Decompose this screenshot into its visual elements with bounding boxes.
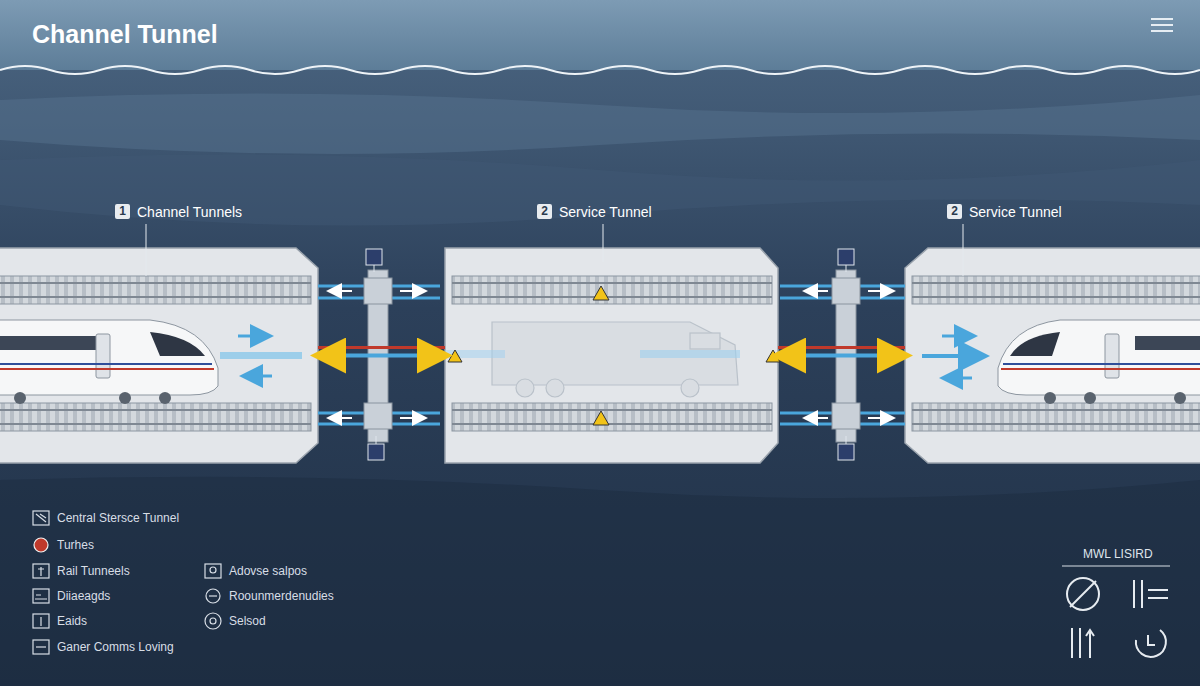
diagram-title: Channel Tunnel xyxy=(32,20,218,49)
passage-band xyxy=(318,346,445,349)
legend-text: Adovse salpos xyxy=(229,564,307,578)
callout-number: 2 xyxy=(537,204,552,219)
callout-number: 1 xyxy=(115,204,130,219)
legend-text: Central Stersce Tunnel xyxy=(57,511,179,525)
corner-label: MWL LISIRD xyxy=(1083,547,1153,561)
tunnel-segment: Channel Tunnels xyxy=(0,248,318,463)
legend-text: Selsod xyxy=(229,614,266,628)
tunnel-segment: Service Tunnel xyxy=(905,248,1200,463)
legend-text: Diiaeagds xyxy=(57,589,110,603)
cross-passage xyxy=(318,354,445,358)
cross-passage xyxy=(778,354,905,358)
legend-text: Ganer Comms Loving xyxy=(57,640,174,654)
passage-band xyxy=(778,346,905,349)
legend-text: Eaids xyxy=(57,614,87,628)
legend-text: Rail Tunneels xyxy=(57,564,130,578)
segment-heading: Service Tunnel xyxy=(969,204,1062,220)
legend-text: Roounmerdenudies xyxy=(229,589,334,603)
callout-number: 2 xyxy=(947,204,962,219)
segment-heading: Service Tunnel xyxy=(559,204,652,220)
legend-text: Turhes xyxy=(57,538,94,552)
segment-heading: Channel Tunnels xyxy=(137,204,242,220)
tunnel-segment: Service Tunnel xyxy=(445,248,778,463)
